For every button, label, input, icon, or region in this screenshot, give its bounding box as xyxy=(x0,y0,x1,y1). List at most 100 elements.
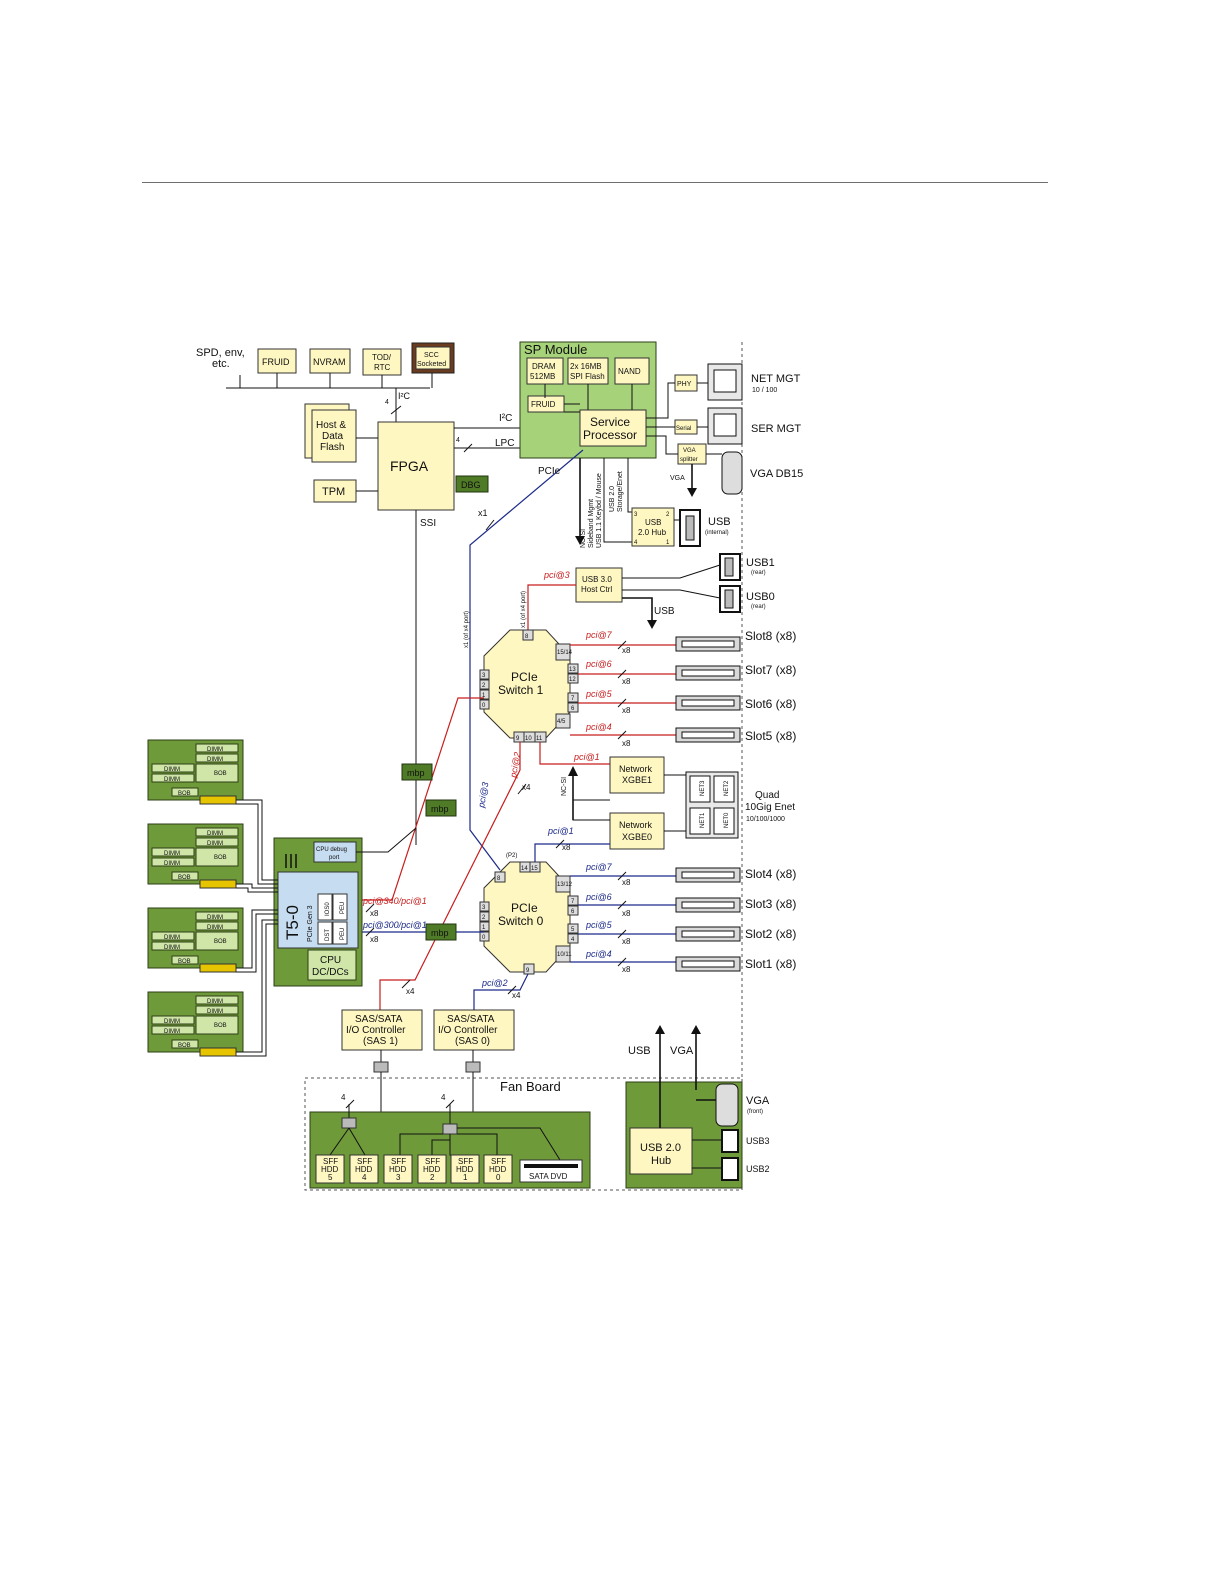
svg-text:12: 12 xyxy=(569,677,576,683)
switch0-l1: PCIe xyxy=(511,901,538,915)
sw1-x4: x4 xyxy=(522,783,531,792)
peu2-label: PEU xyxy=(340,928,346,940)
fan-four-a: 4 xyxy=(341,1093,346,1102)
svg-text:6: 6 xyxy=(571,909,575,915)
svg-text:1: 1 xyxy=(463,1173,468,1182)
front-usb-arrow xyxy=(655,1025,665,1034)
xgbe0-pci-wire xyxy=(534,843,610,862)
hub-p4: 4 xyxy=(634,540,638,546)
tod-label: TOD/ xyxy=(372,353,392,362)
svg-text:9: 9 xyxy=(526,968,530,974)
usb3-pci-wire xyxy=(527,584,576,630)
svg-text:DIMM: DIMM xyxy=(207,1009,223,1015)
net2-label: NET2 xyxy=(724,780,730,796)
svg-text:3: 3 xyxy=(482,673,486,679)
usb20a-label: USB 2.0 xyxy=(609,486,616,512)
pci300-label: pci@300/pci@1 xyxy=(362,920,427,930)
front-hub-l2: Hub xyxy=(651,1155,671,1167)
svg-text:pci@4: pci@4 xyxy=(585,722,612,732)
svg-text:DIMM: DIMM xyxy=(164,935,180,941)
dimm-card-3: DIMM DIMM DIMM DIMM BOB BOB xyxy=(147,907,244,973)
svg-text:BOB: BOB xyxy=(178,959,191,965)
sas0-box xyxy=(433,1009,515,1051)
svg-text:SFF: SFF xyxy=(323,1157,338,1166)
switch1-l2: Switch 1 xyxy=(498,683,544,697)
svg-text:HDD: HDD xyxy=(489,1165,507,1174)
svg-text:1: 1 xyxy=(482,693,486,699)
svg-text:pci@4: pci@4 xyxy=(585,949,612,959)
tpm-label: TPM xyxy=(322,486,345,498)
usb1-jack xyxy=(724,557,734,577)
ssi-label: SSI xyxy=(420,518,436,529)
net1-label: NET1 xyxy=(700,812,706,828)
svg-text:6: 6 xyxy=(571,706,575,712)
hub-p3: 3 xyxy=(634,512,638,518)
etc-label: etc. xyxy=(212,358,230,370)
svg-text:10: 10 xyxy=(525,736,532,742)
cpu-debug-wire xyxy=(356,827,417,853)
x1-label: x1 xyxy=(478,508,488,518)
serial-label: Serial xyxy=(676,426,691,432)
svg-text:SFF: SFF xyxy=(425,1157,440,1166)
svg-text:5: 5 xyxy=(328,1173,333,1182)
slot5-label: Slot5 (x8) xyxy=(745,729,796,743)
slot1-label: Slot1 (x8) xyxy=(745,957,796,971)
sata-dvd-slot xyxy=(524,1164,578,1168)
dcdc-l1: CPU xyxy=(320,955,341,966)
slot7-label: Slot7 (x8) xyxy=(745,663,796,677)
net3-label: NET3 xyxy=(700,780,706,796)
svg-text:pci@7: pci@7 xyxy=(585,630,613,640)
sas0-x4: x4 xyxy=(512,991,521,1000)
pci340-trunk xyxy=(356,697,484,901)
hdd-3: SFF HDD 3 xyxy=(383,1154,413,1184)
svg-text:HDD: HDD xyxy=(389,1165,407,1174)
svg-text:0: 0 xyxy=(482,703,486,709)
spi-l1: 2x 16MB xyxy=(570,362,602,371)
slot4-link: pci@7 x8 xyxy=(570,862,676,887)
net0-jack xyxy=(713,807,735,835)
svg-text:13/12: 13/12 xyxy=(557,882,573,888)
usb3-usb-label: USB xyxy=(654,606,675,617)
cpu-slash-b xyxy=(365,927,375,937)
sp-hub-l2: 2.0 Hub xyxy=(638,528,667,537)
switch0-l2: Switch 0 xyxy=(498,914,544,928)
svg-text:2: 2 xyxy=(482,683,486,689)
svg-text:x8: x8 xyxy=(622,937,631,946)
front-hub-wires xyxy=(692,1139,722,1169)
sp-fruid-label: FRUID xyxy=(531,400,556,409)
vgadb15-label: VGA DB15 xyxy=(750,468,803,480)
svg-text:x8: x8 xyxy=(622,965,631,974)
svg-text:pci@7: pci@7 xyxy=(585,862,613,872)
dcdc-l2: DC/DCs xyxy=(312,967,349,978)
cpu-debug-l1: CPU debug xyxy=(316,847,347,853)
switch1-ports: 8 15/14 13 12 7 6 4/5 3 2 1 0 9 10 11 xyxy=(479,629,579,743)
svg-text:DIMM: DIMM xyxy=(207,999,223,1005)
svg-text:BOB: BOB xyxy=(214,855,227,861)
svg-text:x8: x8 xyxy=(622,706,631,715)
slot8-link: pci@7 x8 xyxy=(570,630,676,655)
sw1-x4-slash xyxy=(517,783,527,795)
svg-text:DIMM: DIMM xyxy=(207,757,223,763)
svg-text:1: 1 xyxy=(482,925,486,931)
pci2-sas0-trunk xyxy=(473,973,529,1010)
xgbe1-pci-wire xyxy=(539,742,610,765)
slot1-link: pci@4 x8 xyxy=(570,949,676,974)
vga-lbl: VGA xyxy=(670,475,685,482)
sp-usb-hub-box xyxy=(631,507,675,547)
x1-slash xyxy=(485,519,495,531)
svg-text:3: 3 xyxy=(482,905,486,911)
usb3-host-box xyxy=(575,567,623,603)
front-usb-label: USB xyxy=(628,1045,651,1057)
switch1-l1: PCIe xyxy=(511,670,538,684)
netmgt-sub: 10 / 100 xyxy=(752,387,777,394)
gen3-label: PCIe Gen 3 xyxy=(307,905,314,942)
xgbe1-l2: XGBE1 xyxy=(622,775,652,785)
svg-text:HDD: HDD xyxy=(321,1165,339,1174)
usb20b-label: Storage/Enet xyxy=(617,471,624,512)
mbp-label-1: mbp xyxy=(407,768,425,778)
sas-down-wires xyxy=(380,1050,474,1062)
dram-l1: DRAM xyxy=(532,362,556,371)
mbp-box-1 xyxy=(401,763,433,781)
svg-text:11: 11 xyxy=(536,736,543,742)
